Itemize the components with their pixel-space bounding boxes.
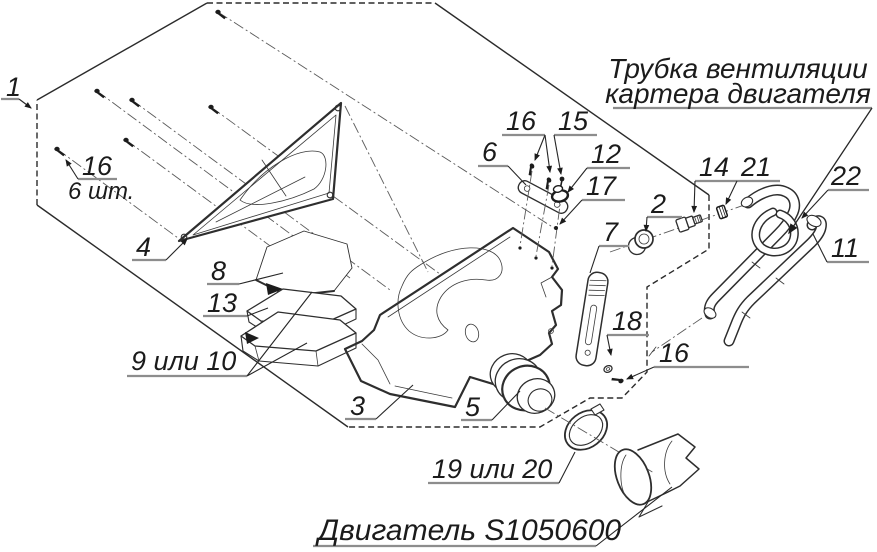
callout-13: 13 <box>207 288 237 318</box>
airflow-arrow-mark <box>266 283 283 295</box>
callout-19-or-20: 19 или 20 <box>432 454 552 484</box>
assembly-boundary <box>36 2 710 428</box>
callout-6: 6 <box>482 137 498 167</box>
callout-12: 12 <box>591 139 621 169</box>
callout-16-top: 16 <box>506 106 537 136</box>
part-engine-stub <box>613 433 700 518</box>
part-hose-11 <box>723 214 827 347</box>
part-washer <box>603 364 613 374</box>
vent-tube-note-line1: Трубка вентиляции <box>608 53 868 84</box>
callout-11: 11 <box>831 233 859 263</box>
part-filter-element <box>240 311 357 367</box>
callout-leaders <box>1 97 873 548</box>
vent-tube-note-line2: картера двигателя <box>605 78 871 109</box>
callout-3: 3 <box>350 391 365 421</box>
callout-21: 21 <box>740 152 771 182</box>
callout-1: 1 <box>6 72 21 102</box>
callout-4: 4 <box>136 232 151 262</box>
callout-22: 22 <box>830 161 861 191</box>
screw-icon <box>610 373 625 387</box>
part-grommet <box>550 185 570 203</box>
callout-15: 15 <box>558 106 589 136</box>
airflow-arrow-mark <box>245 332 259 344</box>
part-bracket <box>517 180 569 214</box>
part-prefilter-sheet <box>255 230 353 297</box>
screw-icon <box>524 162 538 177</box>
callout-16-screws: 16 <box>82 151 113 181</box>
part-clamp <box>564 403 608 451</box>
mounting-screws <box>54 9 226 157</box>
callout-7: 7 <box>603 217 619 247</box>
callout-labels: 1 16 6 шт. 4 8 13 9 или 10 3 5 19 или 20… <box>6 53 871 547</box>
part-fitting <box>675 214 703 233</box>
callout-8: 8 <box>211 256 226 286</box>
callout-2: 2 <box>650 189 666 219</box>
engine-note: Двигатель S1050600 <box>315 514 621 547</box>
part-cap <box>627 229 654 256</box>
part-nut <box>715 204 729 220</box>
callout-5: 5 <box>465 392 481 422</box>
part-spacer <box>554 226 558 230</box>
callout-18: 18 <box>612 306 642 336</box>
part-vent-tube <box>703 184 801 320</box>
screw-icon <box>541 176 555 191</box>
part-cover <box>177 101 343 243</box>
callout-9-or-10: 9 или 10 <box>131 346 236 376</box>
part-outlet-adapter <box>489 353 556 414</box>
part-strap <box>575 271 609 367</box>
callout-14: 14 <box>699 152 729 182</box>
screw-quantity-note: 6 шт. <box>68 178 134 205</box>
callout-16-bottom: 16 <box>659 338 690 368</box>
callout-17: 17 <box>586 171 617 201</box>
